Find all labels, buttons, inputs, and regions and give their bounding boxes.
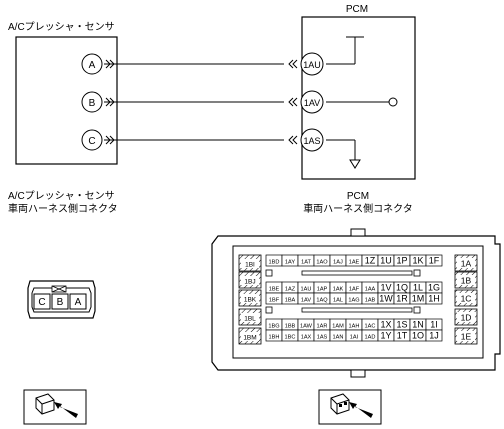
pcm-pin-cell-label: 1G: [428, 283, 440, 293]
pcm-pin-cell-label: 1F: [429, 256, 440, 266]
pcm-pin-cell-label: 1AD: [365, 335, 376, 341]
pcm-right-side-labels: 1A 1B 1C 1D 1E: [454, 254, 478, 345]
sensor-connector-pin: B: [57, 297, 64, 308]
pcm-pin-cell-label: 1P: [396, 256, 407, 266]
pcm-pin-cell-label: 1J: [429, 331, 439, 341]
pcm-pin-cell-label: 1AB: [365, 298, 376, 304]
pcm-pin-cell-label: 1BG: [268, 324, 279, 330]
connector-view-icon: [23, 389, 87, 425]
pcm-pin-cell-label: 1AM: [332, 324, 344, 330]
sensor-box: [15, 36, 118, 165]
pcm-pin-cell: [425, 292, 443, 305]
pcm-pin-cell-label: 1BE: [269, 287, 280, 293]
pcm-pin-cell-label: 1AX: [301, 335, 312, 341]
pcm-pin-cell-label: 1X: [380, 320, 391, 330]
pcm-pin-cell: [425, 254, 443, 267]
pcm-side-label: 1D: [461, 313, 472, 323]
pcm-side-label: 1BK: [244, 297, 257, 304]
pcm-pin-cell-label: 1BA: [285, 298, 296, 304]
pcm-pins: 1AU 1AV 1AS: [300, 52, 324, 152]
sensor-connector-marks: [105, 59, 115, 145]
pcm-pin-cell-label: 1AP: [317, 287, 328, 293]
pcm-pin-cell-label: 1Q: [396, 283, 408, 293]
pcm-connector-marks: [288, 59, 298, 145]
sensor-connector-subtitle: 車両ハーネス側コネクタ: [8, 202, 118, 215]
pcm-pin-cell-label: 1BC: [285, 335, 296, 341]
pcm-pin-cell-label: 1AZ: [285, 287, 296, 293]
pcm-pin-cell-label: 1AW: [300, 324, 313, 330]
pcm-pin-cell-label: 1AG: [348, 298, 359, 304]
pcm-pin-cell-label: 1Y: [380, 331, 391, 341]
sensor-pin-label: B: [89, 98, 96, 109]
pcm-pin-cell-label: 1AS: [317, 335, 328, 341]
sensor-pins: A B C: [81, 53, 103, 151]
sensor-connector-pin: A: [75, 297, 82, 308]
open-terminal-icon: [388, 97, 398, 107]
connector-view-icon: [318, 389, 382, 425]
pcm-pin-cell-label: 1V: [380, 283, 391, 293]
pcm-side-label: 1BM: [243, 335, 256, 342]
pcm-pin-cell-label: 1S: [396, 320, 407, 330]
pcm-pin-label: 1AU: [303, 60, 321, 70]
pcm-pin-cell-label: 1K: [412, 256, 423, 266]
pcm-pin-cell-label: 1AF: [349, 287, 360, 293]
pcm-pin-cell-label: 1L: [413, 283, 423, 293]
pcm-side-label: 1BJ: [244, 279, 255, 286]
pcm-pin-cell-label: 1BD: [269, 260, 280, 266]
pcm-side-label: 1A: [461, 259, 472, 269]
pcm-side-label: 1BL: [244, 316, 256, 323]
pcm-pin-cell-label: 1AN: [333, 335, 344, 341]
sensor-pin-label: C: [88, 136, 95, 147]
pcm-pin-cell-label: 1O: [412, 331, 424, 341]
pcm-pin-cell-label: 1AO: [316, 260, 328, 266]
pcm-pin-cell-label: 1N: [412, 320, 424, 330]
pcm-pin-cell-label: 1T: [397, 331, 408, 341]
sensor-title: A/Cプレッシャ・センサ: [8, 21, 115, 33]
pcm-pin-cell: [425, 329, 443, 342]
pcm-pin-cell-label: 1R: [396, 294, 408, 304]
pcm-pin-cell-label: 1AE: [349, 260, 360, 266]
pcm-side-label: 1C: [461, 294, 472, 304]
pcm-pin-cell-label: 1AY: [285, 260, 295, 266]
pcm-pin-cell-label: 1BB: [285, 324, 296, 330]
sensor-pin-label: A: [89, 60, 96, 71]
wires: [104, 36, 389, 160]
pcm-pin-cell-label: 1AR: [317, 324, 328, 330]
pcm-side-label: 1BI: [245, 262, 255, 269]
pcm-pin-cell-label: 1AH: [349, 324, 360, 330]
pcm-pin-grid: 1BD 1AY 1AT 1AO 1AJ 1AE 1Z 1U 1P 1K 1F 1BE 1AZ 1AU 1AP…: [265, 254, 443, 342]
pcm-pin-cell-label: 1AU: [301, 287, 312, 293]
pcm-pin-cell-label: 1AJ: [333, 260, 343, 266]
pcm-pin-cell-label: 1AQ: [316, 298, 328, 304]
pcm-pin-cell-label: 1AL: [333, 298, 343, 304]
pcm-pin-cell-label: 1M: [412, 294, 425, 304]
pcm-pin-cell-label: 1AV: [301, 298, 311, 304]
pcm-pin-cell-label: 1W: [379, 294, 393, 304]
pcm-pin-cell-label: 1BF: [269, 298, 280, 304]
pcm-pin-cell-label: 1AI: [350, 335, 359, 341]
pcm-pin-cell-label: 1Z: [365, 256, 376, 266]
sensor-connector-pin: C: [38, 297, 45, 308]
pcm-left-side-labels: 1BI 1BJ 1BK 1BL 1BM: [238, 254, 262, 345]
pcm-pin-cell-label: 1AK: [333, 287, 344, 293]
pcm-pin-label: 1AS: [303, 136, 320, 146]
pcm-pin-cell-label: 1H: [428, 294, 440, 304]
pcm-pin-cell-label: 1AC: [365, 324, 376, 330]
pcm-connector-subtitle: 車両ハーネス側コネクタ: [303, 202, 413, 215]
pcm-pin-cell-label: 1AT: [301, 260, 311, 266]
sensor-connector-title: A/Cプレッシャ・センサ: [8, 190, 115, 202]
pcm-pin-label: 1AV: [304, 98, 320, 108]
pcm-pin-cell-label: 1I: [430, 320, 438, 330]
pcm-side-label: 1E: [461, 332, 472, 342]
pcm-title: PCM: [346, 4, 368, 15]
sensor-connector-face: C B A: [27, 280, 96, 319]
pcm-pin-cell-label: 1AA: [365, 287, 376, 293]
pcm-side-label: 1B: [461, 276, 472, 286]
pcm-pin-cell-label: 1U: [380, 256, 392, 266]
pcm-connector-title: PCM: [347, 191, 369, 202]
pcm-pin-cell-label: 1BH: [269, 335, 280, 341]
ground-icon: [349, 159, 361, 169]
